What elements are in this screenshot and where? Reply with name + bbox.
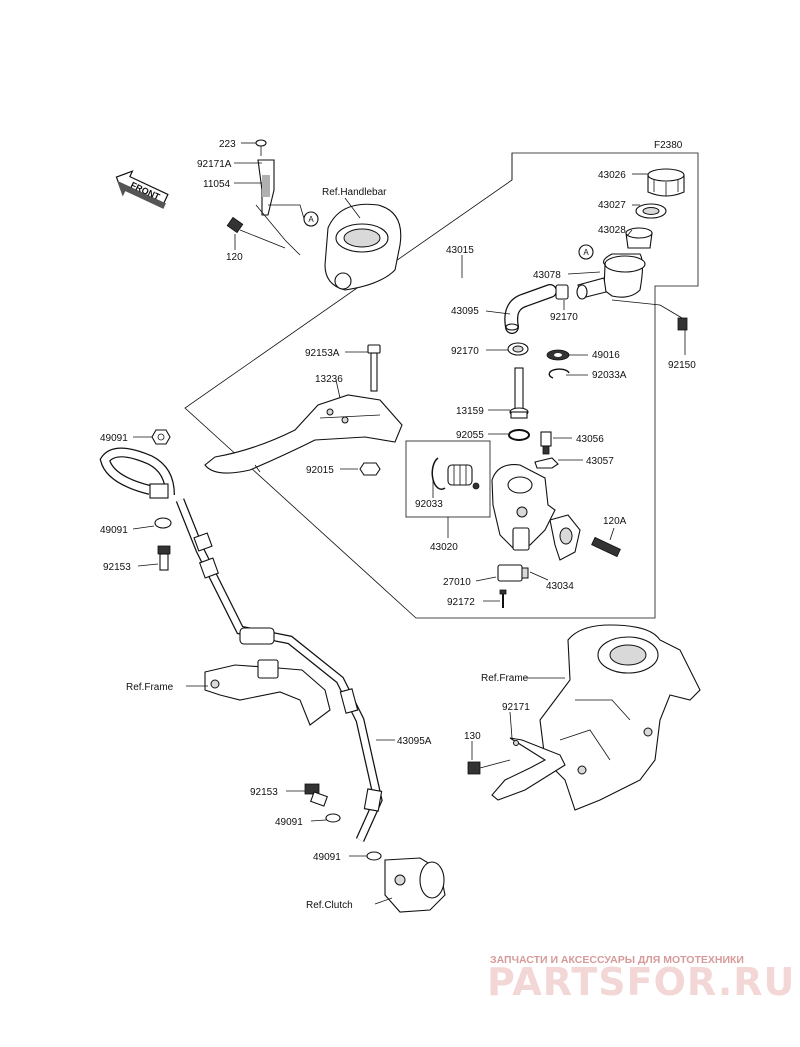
washer-49091-lower1 (325, 813, 341, 823)
svg-text:A: A (583, 248, 589, 257)
label-49016: 49016 (592, 350, 620, 361)
oring-92055 (508, 429, 530, 441)
hose-43095 (504, 284, 557, 334)
label-ref-frame-left: Ref.Frame (126, 682, 174, 693)
label-120: 120 (226, 252, 243, 263)
clamp-92170-upper (555, 284, 569, 300)
label-13236: 13236 (315, 374, 343, 385)
washer-49091-lower2 (366, 851, 382, 861)
callout-a-right: A (578, 244, 594, 260)
label-43015: 43015 (446, 245, 474, 256)
pushrod-13159 (509, 367, 529, 419)
bolt-223 (255, 139, 267, 156)
watermark-brand: PARTSFOR.RU (487, 960, 795, 1004)
banjo-hose-upper (99, 447, 175, 499)
label-49091-top: 49091 (100, 433, 128, 444)
diagram-code: F2380 (654, 140, 683, 151)
banjo-bolt-92153-lower (304, 783, 328, 807)
washer-49091-mid (154, 517, 172, 529)
label-92153-upper: 92153 (103, 562, 131, 573)
bracket-11054 (255, 159, 306, 256)
label-92033: 92033 (415, 499, 443, 510)
clutch-slave-cylinder (384, 857, 446, 913)
watermark: ЗАПЧАСТИ И АКСЕССУАРЫ ДЛЯ МОТОТЕХНИКИ PA… (487, 954, 795, 1004)
lever-13236 (204, 394, 403, 474)
reservoir-cap-43026 (647, 168, 685, 197)
label-ref-frame-right: Ref.Frame (481, 673, 529, 684)
label-49091-mid: 49091 (100, 525, 128, 536)
leader-lines (132, 142, 686, 905)
handlebar-housing (324, 203, 402, 291)
plate-43027 (635, 203, 667, 219)
washer-49016 (546, 349, 570, 361)
label-92150: 92150 (668, 360, 696, 371)
clamp-92170-lower (507, 342, 529, 356)
label-43020: 43020 (430, 542, 458, 553)
label-43095: 43095 (451, 306, 479, 317)
svg-text:A: A (308, 215, 314, 224)
label-27010: 27010 (443, 577, 471, 588)
reservoir-43078 (576, 253, 646, 300)
circlip-92033 (431, 457, 446, 490)
assembly-boundary-43015 (184, 152, 699, 619)
nut-92015 (359, 462, 381, 476)
label-92171: 92171 (502, 702, 530, 713)
label-223: 223 (219, 139, 236, 150)
circlip-92033A (548, 368, 570, 379)
washer-49091-top (151, 429, 171, 445)
bolt-120A (591, 536, 621, 558)
callout-a-left: A (303, 211, 319, 227)
label-49091-lower2: 49091 (313, 852, 341, 863)
master-cylinder-body (491, 464, 556, 551)
label-43056: 43056 (576, 434, 604, 445)
watermark-tagline: ЗАПЧАСТИ И АКСЕССУАРЫ ДЛЯ МОТОТЕХНИКИ (490, 954, 744, 966)
label-43034: 43034 (546, 581, 574, 592)
bleeder-43056 (540, 431, 552, 455)
clutch-hose-43095A (175, 498, 383, 842)
label-130: 130 (464, 731, 481, 742)
label-92055: 92055 (456, 430, 484, 441)
label-43026: 43026 (598, 170, 626, 181)
label-120A: 120A (603, 516, 627, 527)
holder-43034 (549, 514, 581, 561)
cap-43057 (534, 457, 559, 469)
front-arrow-icon: FRONT (115, 170, 169, 209)
piston-assembly (447, 464, 480, 490)
label-92171A: 92171A (197, 159, 232, 170)
label-ref-clutch: Ref.Clutch (306, 900, 353, 911)
label-ref-handlebar: Ref.Handlebar (322, 187, 387, 198)
switch-27010 (497, 564, 529, 582)
label-43078: 43078 (533, 270, 561, 281)
bolt-120 (226, 216, 286, 249)
label-92015: 92015 (306, 465, 334, 476)
bolt-130 (467, 759, 511, 775)
label-43028: 43028 (598, 225, 626, 236)
banjo-bolt-92153-upper (157, 545, 171, 571)
label-92170-upper: 92170 (550, 312, 578, 323)
label-49091-lower1: 49091 (275, 817, 303, 828)
label-43095A: 43095A (397, 736, 432, 747)
label-92153A: 92153A (305, 348, 340, 359)
label-92172: 92172 (447, 597, 475, 608)
label-11054: 11054 (203, 179, 231, 190)
pin-92153A (367, 344, 381, 392)
label-92033A: 92033A (592, 370, 627, 381)
bolt-92150 (611, 299, 688, 331)
screw-92172 (499, 589, 507, 608)
label-13159: 13159 (456, 406, 484, 417)
label-43027: 43027 (598, 200, 626, 211)
diaphragm-43028 (625, 227, 653, 249)
bracket-92171 (491, 737, 566, 801)
label-43057: 43057 (586, 456, 614, 467)
label-92153-lower: 92153 (250, 787, 278, 798)
frame-right (539, 624, 701, 811)
part-labels: 223 92171A 11054 120 Ref.Handlebar 43015… (100, 139, 696, 911)
label-92170-lower: 92170 (451, 346, 479, 357)
frame-bracket-left (204, 659, 331, 726)
